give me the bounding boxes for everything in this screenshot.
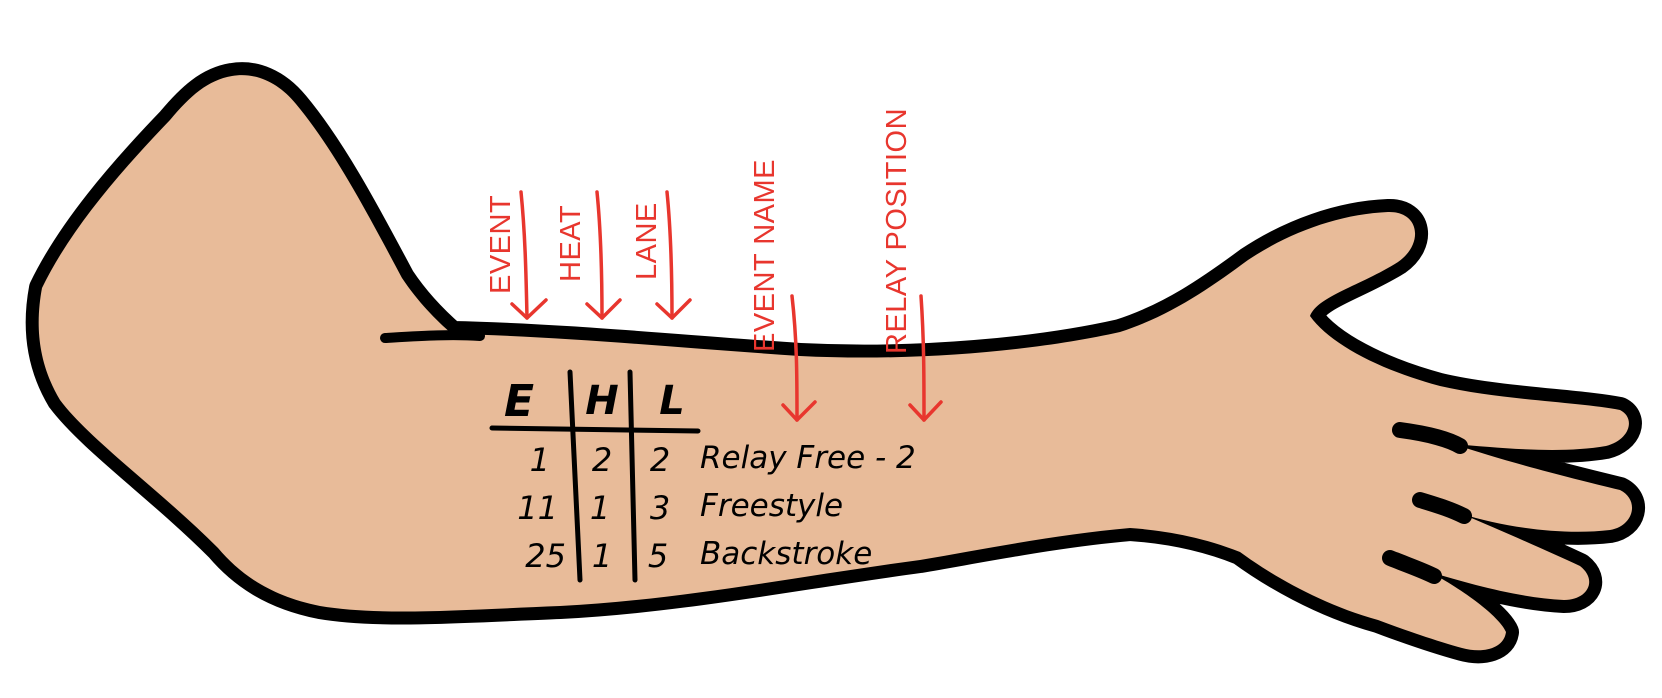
- cell-name: Freestyle: [700, 488, 843, 524]
- annotation-event-name-label: EVENT NAME: [749, 159, 781, 352]
- cell-event: 25: [525, 537, 566, 575]
- cell-name: Backstroke: [700, 536, 872, 572]
- table-header-underline: [489, 425, 701, 434]
- arrow-down-icon: [510, 190, 548, 320]
- cell-lane: 3: [650, 489, 670, 527]
- elbow-crease-line: [380, 330, 485, 343]
- annotations: EVENT HEAT LANE EVENT NAME RELAY POSITIO…: [485, 108, 913, 354]
- cell-heat: 1: [592, 537, 612, 575]
- table-divider-2: [627, 369, 638, 583]
- table-row: 11 1 3 Freestyle: [517, 488, 843, 527]
- finger-separation-2: [1412, 492, 1472, 524]
- table-grid: [489, 369, 701, 583]
- table-divider-1: [567, 369, 583, 583]
- cell-event: 1: [530, 441, 550, 479]
- header-heat: H: [585, 378, 618, 424]
- arrow-down-icon: [908, 294, 943, 422]
- cell-lane: 2: [650, 441, 670, 479]
- cell-event: 11: [517, 489, 558, 527]
- cell-heat: 1: [590, 489, 610, 527]
- finger-separation-3: [1382, 550, 1442, 584]
- annotation-event-label: EVENT: [485, 195, 517, 294]
- header-lane: L: [659, 378, 685, 424]
- annotation-lane-label: LANE: [631, 202, 663, 280]
- table-row: 25 1 5 Backstroke: [525, 536, 872, 575]
- table-row: 1 2 2 Relay Free - 2: [530, 440, 916, 479]
- annotation-heat-label: HEAT: [555, 205, 587, 282]
- arm-illustration: [25, 62, 1645, 664]
- cell-lane: 5: [648, 537, 668, 575]
- cell-heat: 2: [592, 441, 612, 479]
- annotation-relay-position-label: RELAY POSITION: [881, 108, 913, 354]
- arrow-down-icon: [585, 190, 622, 320]
- table-headers: E H L: [504, 376, 685, 427]
- finger-separation-1: [1392, 422, 1468, 454]
- header-event: E: [504, 376, 534, 427]
- arm-skin: [38, 75, 1633, 651]
- arrow-down-icon: [655, 190, 692, 320]
- table-rows: 1 2 2 Relay Free - 2 11 1 3 Freestyle 25…: [517, 440, 915, 575]
- cell-name: Relay Free - 2: [700, 440, 916, 476]
- arrow-down-icon: [781, 294, 817, 422]
- annotation-arrows: [510, 190, 943, 422]
